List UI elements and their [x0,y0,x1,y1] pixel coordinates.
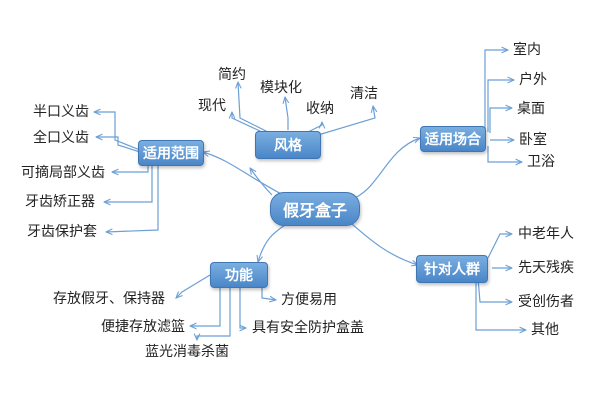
branch-function: 功能 [210,262,268,288]
target-item-other: 其他 [531,322,559,338]
style-item-modular: 模块化 [260,80,302,96]
scope-item-orthodontic: 牙齿矫正器 [25,194,95,210]
style-item-clean: 清洁 [350,86,378,102]
function-item-uv-sterilize: 蓝光消毒杀菌 [145,344,229,360]
occasion-item-desktop: 桌面 [517,101,545,117]
function-item-store: 存放假牙、保持器 [53,291,165,307]
occasion-item-bedroom: 卧室 [519,132,547,148]
target-item-congenital: 先天残疾 [518,260,574,276]
function-item-easy-use: 方便易用 [281,292,337,308]
style-item-modern: 现代 [198,98,226,114]
center-node: 假牙盒子 [270,192,360,226]
branch-style: 风格 [255,131,321,159]
occasion-item-bathroom: 卫浴 [527,154,555,170]
scope-item-full-denture: 全口义齿 [33,130,89,146]
target-item-injured: 受创伤者 [518,294,574,310]
branch-target: 针对人群 [416,255,488,283]
branch-occasion: 适用场合 [420,126,486,152]
function-item-basket: 便捷存放滤篮 [101,319,185,335]
scope-item-half-denture: 半口义齿 [33,104,89,120]
style-item-storage: 收纳 [306,101,334,117]
function-item-safety-lid: 具有安全防护盒盖 [252,320,364,336]
occasion-item-indoor: 室内 [513,42,541,58]
occasion-item-outdoor: 户外 [519,72,547,88]
style-item-simple: 简约 [218,67,246,83]
scope-item-mouthguard: 牙齿保护套 [27,224,97,240]
scope-item-removable-partial: 可摘局部义齿 [21,165,105,181]
branch-scope: 适用范围 [138,140,204,166]
target-item-elderly: 中老年人 [518,226,574,242]
